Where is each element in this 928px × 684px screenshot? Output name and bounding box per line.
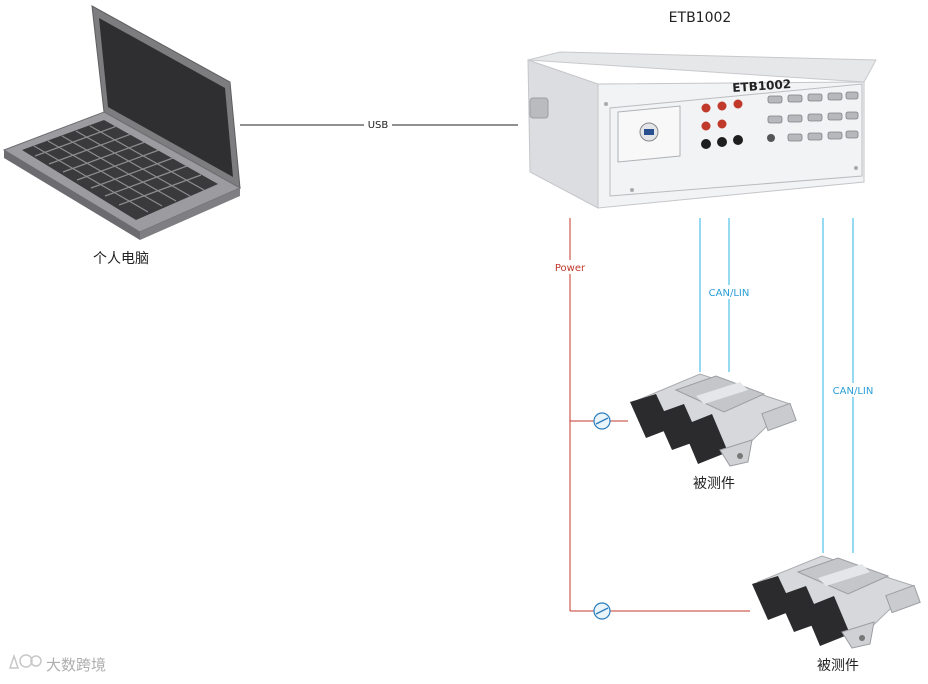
laptop-icon <box>2 5 242 240</box>
laptop-label: 个人电脑 <box>93 251 149 267</box>
canlin-label-1: CAN/LIN <box>709 288 750 299</box>
ecu-module-icon <box>752 555 921 649</box>
dut-label-2: 被测件 <box>817 658 859 674</box>
watermark-text: 大数跨境 <box>46 656 106 674</box>
power-label: Power <box>555 263 586 274</box>
power-switch-icon <box>593 602 611 620</box>
etb1002-box-icon <box>527 51 877 209</box>
usb-label: USB <box>368 120 389 131</box>
device-panel-label: ETB1002 <box>732 77 792 95</box>
canlin-label-2: CAN/LIN <box>833 386 874 397</box>
power-switch-icon <box>593 412 611 430</box>
dut-label-1: 被测件 <box>693 476 735 492</box>
device-title: ETB1002 <box>669 10 732 26</box>
ecu-module-icon <box>630 373 797 467</box>
watermark-logo-icon <box>8 653 42 669</box>
